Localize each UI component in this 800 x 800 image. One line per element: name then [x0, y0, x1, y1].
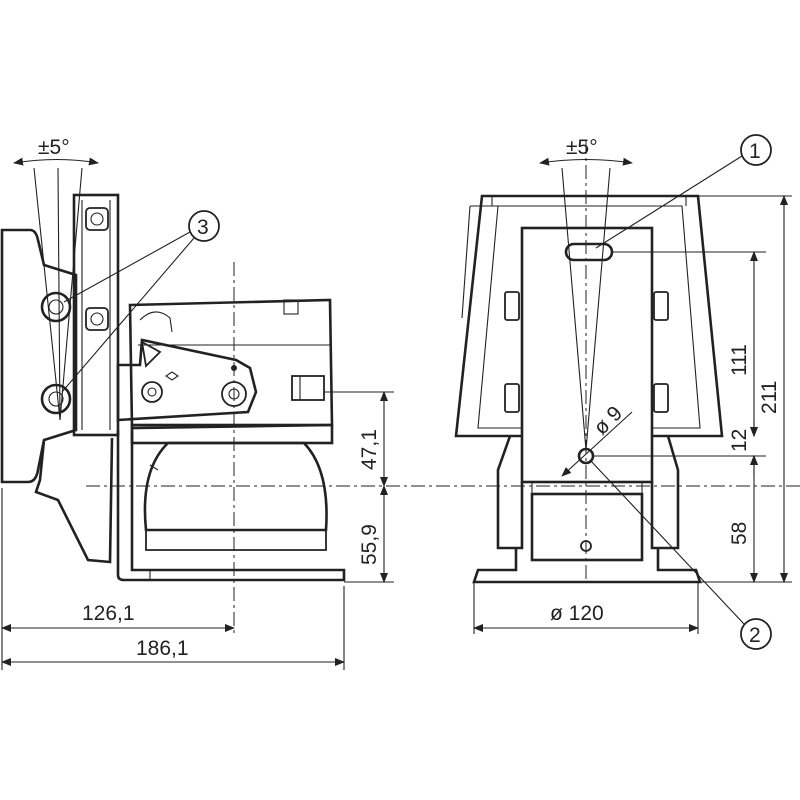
front-knobs: [504, 291, 669, 413]
dim-111: 111: [728, 344, 751, 376]
dim-58: 58: [728, 522, 751, 545]
front-view: [454, 194, 724, 584]
front-base: [472, 548, 702, 584]
callout-2-label: 2: [749, 624, 761, 647]
callouts: 3 1 2: [61, 134, 772, 650]
dim-211: 211: [758, 381, 781, 414]
side-view: [0, 193, 346, 582]
side-bar-screw-top: [85, 207, 109, 231]
dim-186-1: 186,1: [136, 637, 189, 660]
dim-12: 12: [728, 429, 751, 452]
side-wall-plate: [0, 228, 78, 484]
dim-47-1: 47,1: [358, 429, 381, 470]
center-lines: [86, 140, 800, 635]
callout-3-circle: [188, 210, 220, 242]
callout-1-circle: [740, 134, 772, 166]
front-lower-block: [530, 492, 644, 562]
dim-55-9: 55,9: [358, 524, 381, 565]
dim-126-1: 126,1: [82, 602, 135, 625]
side-clamp-body: [34, 437, 114, 564]
slot-screw-lower: [40, 383, 72, 415]
dim-side-angle: ±5°: [38, 136, 70, 159]
slot-screw-upper: [40, 291, 72, 323]
bracket-screw-left: [141, 381, 163, 403]
callout-2-circle: [740, 618, 772, 650]
side-bar-screw-mid: [85, 307, 109, 331]
front-housing-trapezoid: [454, 194, 724, 438]
side-dimensions: ±5° 126,1 186,1 47,1 55,9: [1, 136, 394, 670]
side-bracket-plate: [116, 338, 258, 422]
side-base-bracket: [116, 430, 346, 582]
side-housing-box: [128, 298, 334, 430]
callout-1-label: 1: [749, 140, 761, 163]
side-mount-bar: [72, 193, 120, 437]
dim-phi120: ø 120: [550, 602, 604, 625]
callout-3-label: 3: [197, 216, 209, 239]
dim-front-angle: ±5°: [566, 136, 598, 159]
